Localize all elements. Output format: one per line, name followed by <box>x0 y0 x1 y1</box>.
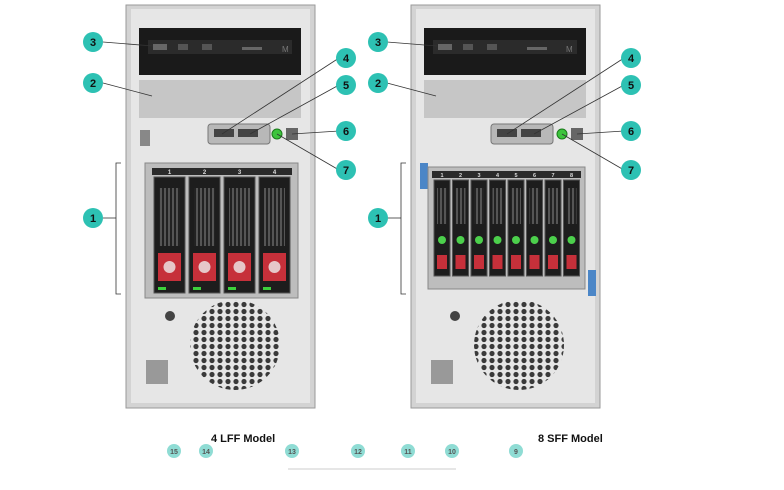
rear-callouts: 15 14 13 12 11 10 9 <box>167 444 523 458</box>
bay-number: 6 <box>533 173 536 179</box>
lff-drive <box>258 176 291 294</box>
rear-callout-badge: 9 <box>509 444 523 458</box>
bay-number: 5 <box>514 173 517 179</box>
svg-text:M: M <box>566 45 573 54</box>
leader-lines <box>102 41 625 295</box>
rear-callout-badge: 13 <box>285 444 299 458</box>
callout-number: 2 <box>90 78 96 90</box>
sff-drive <box>452 179 469 277</box>
rear-callout-number: 14 <box>202 449 210 456</box>
callout-badge: 2 <box>368 73 388 93</box>
bay-number: 3 <box>477 173 480 179</box>
sff-drive <box>563 179 580 277</box>
callout-number: 3 <box>375 37 381 49</box>
sff-drive <box>544 179 562 277</box>
rear-callout-badge: 11 <box>401 444 415 458</box>
bay-number: 4 <box>273 170 277 176</box>
sff-drives <box>433 179 580 277</box>
rear-callout-badge: 12 <box>351 444 365 458</box>
callout-number: 5 <box>343 80 349 92</box>
rear-callout-number: 13 <box>288 449 296 456</box>
callout-badge: 7 <box>621 160 641 180</box>
callout-number: 1 <box>90 213 96 225</box>
sff-drive <box>489 179 506 277</box>
bay-number: 3 <box>238 170 242 176</box>
lff-drive <box>188 176 221 294</box>
rear-callout-badge: 14 <box>199 444 213 458</box>
bay-number: 1 <box>168 170 172 176</box>
callout-number: 4 <box>343 53 350 65</box>
fan-grille-lff <box>190 300 280 390</box>
bay-numbers-sff: 1 2 3 4 5 6 7 8 <box>440 173 573 179</box>
callout-badge: 1 <box>83 208 103 228</box>
callout-badge: 2 <box>83 73 103 93</box>
bay-number: 2 <box>203 170 207 176</box>
callout-badge: 3 <box>83 32 103 52</box>
sff-drive <box>507 179 525 277</box>
callout-badge: 7 <box>336 160 356 180</box>
sff-drive <box>433 179 451 277</box>
callout-badge: 1 <box>368 208 388 228</box>
callout-number: 4 <box>628 53 635 65</box>
fan-grille-sff <box>474 300 564 390</box>
bay-number: 4 <box>496 173 500 179</box>
callout-badge: 5 <box>621 75 641 95</box>
rear-callout-badge: 10 <box>445 444 459 458</box>
callout-badge: 3 <box>368 32 388 52</box>
server-lff: M 1 2 3 4 <box>125 4 316 409</box>
server-sff: M 1 2 3 4 5 6 7 8 <box>410 4 601 409</box>
svg-text:M: M <box>282 45 289 54</box>
model-label-lff: 4 LFF Model <box>211 433 276 445</box>
bay-number: 7 <box>551 173 554 179</box>
callout-badge: 6 <box>336 121 356 141</box>
bay-numbers-lff: 1 2 3 4 <box>168 170 277 176</box>
rear-callout-number: 9 <box>514 449 518 456</box>
bay-number: 8 <box>570 173 573 179</box>
rear-callout-number: 15 <box>170 449 178 456</box>
callout-number: 2 <box>375 78 381 90</box>
lff-drive <box>153 176 186 294</box>
rear-callout-badge: 15 <box>167 444 181 458</box>
rear-callout-number: 11 <box>404 449 412 456</box>
callout-number: 5 <box>628 80 634 92</box>
callout-badge: 4 <box>336 48 356 68</box>
media-bay-blank-lff <box>139 80 301 118</box>
callout-number: 3 <box>90 37 96 49</box>
callout-number: 6 <box>343 126 349 138</box>
callout-badge: 4 <box>621 48 641 68</box>
callout-badge: 5 <box>336 75 356 95</box>
bay-number: 1 <box>440 173 443 179</box>
model-label-sff: 8 SFF Model <box>538 433 603 445</box>
media-bay-blank-sff <box>424 80 586 118</box>
callouts: 1 1 2 2 3 3 4 4 5 5 6 6 7 7 <box>83 32 641 228</box>
rear-callout-number: 10 <box>448 449 456 456</box>
sff-drive <box>470 179 488 277</box>
rear-callout-number: 12 <box>354 449 362 456</box>
callout-number: 6 <box>628 126 634 138</box>
sff-drive <box>526 179 543 277</box>
lff-drives <box>153 176 291 294</box>
bay-number: 2 <box>459 173 462 179</box>
callout-number: 1 <box>375 213 381 225</box>
callout-number: 7 <box>628 165 634 177</box>
callout-number: 7 <box>343 165 349 177</box>
lff-drive <box>223 176 256 294</box>
callout-badge: 6 <box>621 121 641 141</box>
